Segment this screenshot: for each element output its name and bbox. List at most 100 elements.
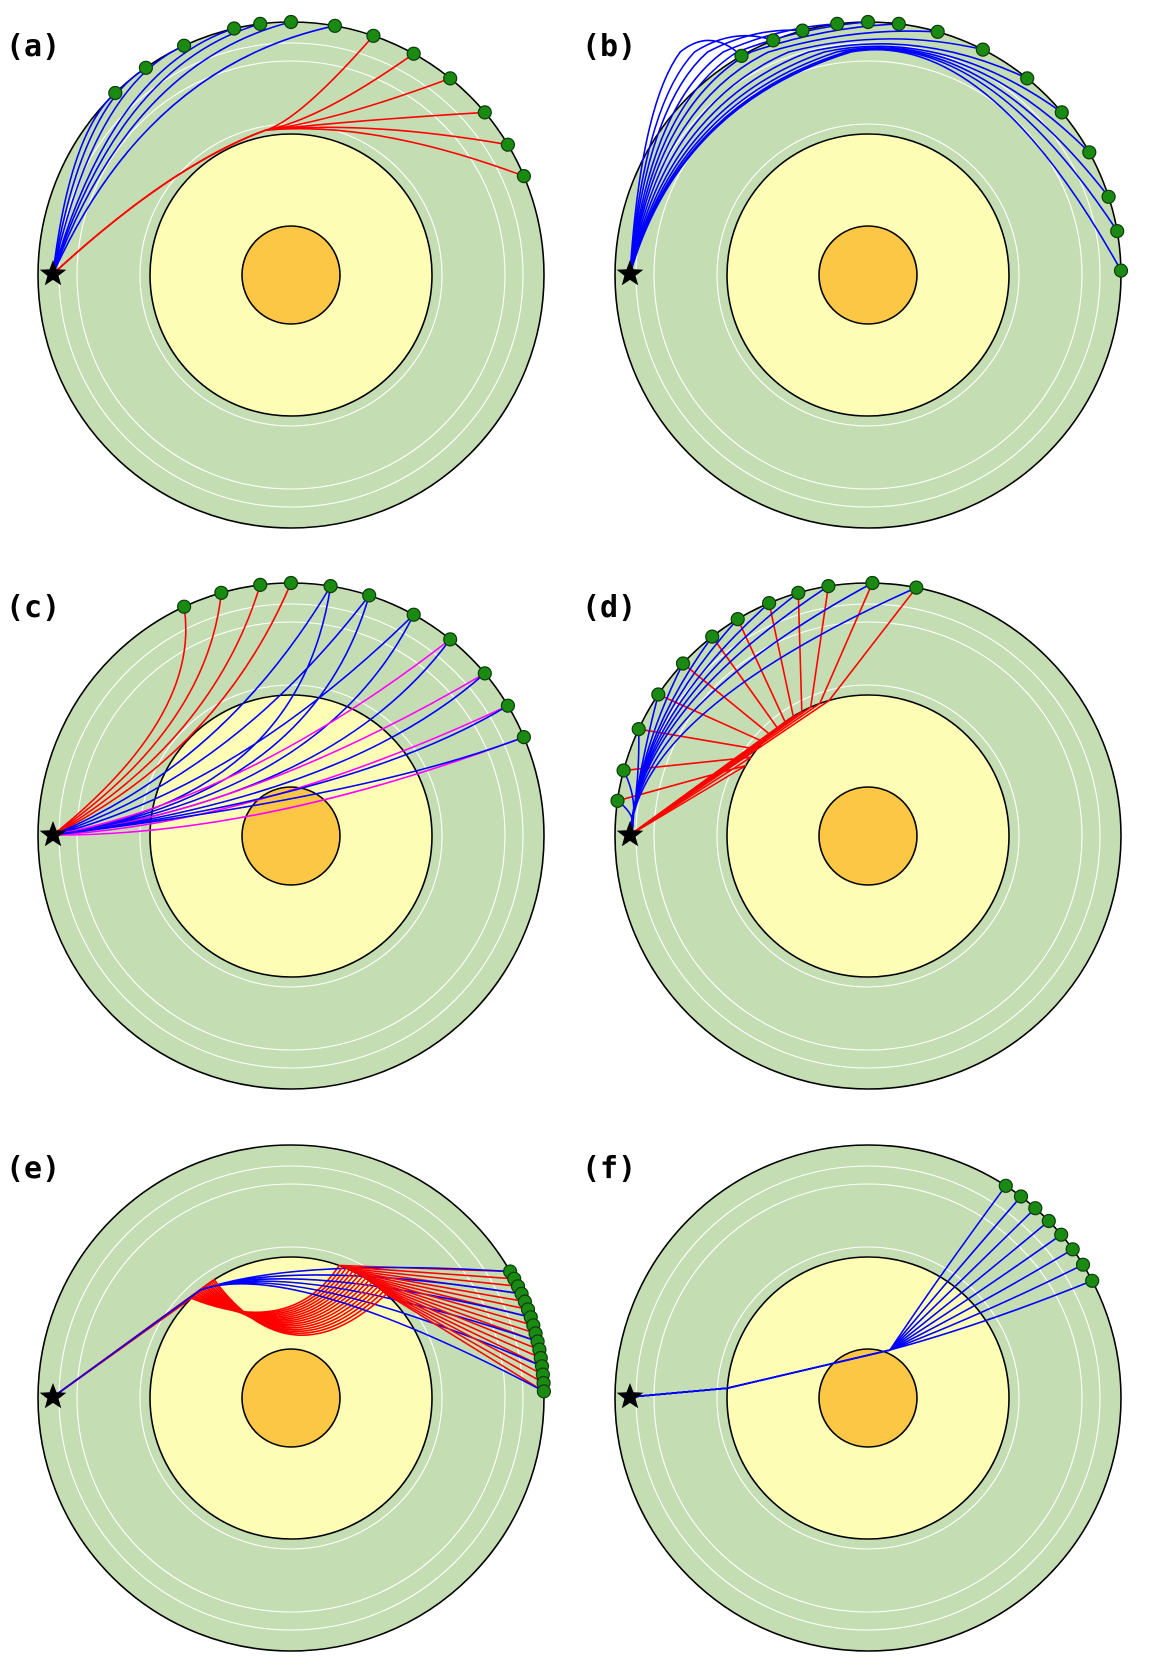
ray-path-blue bbox=[629, 582, 873, 836]
layer-boundary bbox=[653, 1183, 1083, 1613]
station-icon bbox=[1054, 1227, 1069, 1242]
ray-path-blue bbox=[52, 585, 332, 836]
ray-path-blue bbox=[52, 595, 370, 836]
station-icon bbox=[323, 578, 338, 594]
ray-path bbox=[52, 614, 415, 836]
panel-c-earth bbox=[37, 575, 545, 1090]
ray-path-blue bbox=[52, 736, 525, 836]
ray-path-red bbox=[52, 1273, 531, 1398]
panel-e: (e) bbox=[6, 1144, 552, 1652]
station-icon bbox=[821, 578, 836, 594]
station-icon bbox=[675, 656, 691, 671]
ray-path bbox=[52, 736, 525, 836]
station-icon bbox=[516, 729, 532, 745]
ray-path-blue bbox=[52, 92, 116, 275]
ray-paths bbox=[629, 1185, 1093, 1398]
station-icon bbox=[516, 169, 532, 184]
station-icon bbox=[930, 24, 945, 39]
star-icon bbox=[39, 260, 67, 286]
station-icon bbox=[761, 595, 777, 611]
ray-path-red bbox=[52, 1267, 519, 1398]
station-icon bbox=[830, 16, 845, 31]
ray-path-blue bbox=[629, 38, 984, 275]
ray-path-blue bbox=[52, 1283, 545, 1398]
inner-core bbox=[241, 225, 341, 325]
panel-d-earth bbox=[610, 575, 1122, 1090]
station-icon bbox=[177, 38, 192, 53]
station-icon bbox=[865, 575, 880, 591]
stations bbox=[108, 14, 532, 184]
ray-path-red bbox=[52, 127, 525, 275]
station-icon bbox=[406, 607, 421, 622]
ray-path-blue bbox=[629, 47, 1090, 275]
panel-b: (b) bbox=[582, 14, 1129, 529]
station-icon bbox=[214, 585, 229, 600]
stations bbox=[503, 1264, 552, 1399]
station-icon bbox=[177, 599, 192, 614]
panel-label-b: (b) bbox=[582, 29, 636, 64]
station-icon bbox=[795, 23, 810, 38]
ray-path-red bbox=[52, 1278, 545, 1398]
panel-label-d: (d) bbox=[582, 590, 636, 625]
station-icon bbox=[734, 48, 749, 64]
station-icon bbox=[477, 666, 492, 681]
ray-path-red bbox=[52, 1282, 543, 1398]
ray-path-blue bbox=[52, 21, 292, 275]
ray-path-blue bbox=[629, 48, 1122, 275]
station-icon bbox=[443, 632, 458, 647]
ray-path bbox=[52, 606, 187, 836]
ray-path-red bbox=[52, 1272, 529, 1398]
station-icon bbox=[705, 629, 720, 644]
station-icon bbox=[1028, 1201, 1043, 1216]
panel-f: (f) bbox=[582, 1144, 1122, 1652]
station-icon bbox=[1020, 71, 1035, 86]
ray-paths bbox=[617, 582, 917, 836]
station-icon bbox=[406, 46, 421, 61]
station-icon bbox=[975, 42, 991, 57]
inner-core bbox=[241, 786, 341, 886]
layer-boundary bbox=[716, 123, 1020, 427]
station-icon bbox=[1075, 1257, 1091, 1272]
layer-boundary bbox=[76, 60, 506, 490]
panel-d: (d) bbox=[582, 575, 1122, 1090]
panel-a: (a) bbox=[6, 14, 545, 529]
ray-path-red bbox=[52, 1283, 542, 1398]
panel-f-earth bbox=[614, 1144, 1122, 1652]
ray-path-blue bbox=[52, 705, 509, 836]
star-icon bbox=[616, 260, 644, 286]
station-icon bbox=[1110, 224, 1125, 239]
ray-path-red bbox=[52, 1281, 540, 1398]
panel-label-e: (e) bbox=[6, 1151, 60, 1186]
star-icon bbox=[616, 1383, 644, 1409]
station-icon bbox=[253, 16, 268, 31]
station-icon bbox=[500, 137, 515, 152]
ray-paths bbox=[52, 21, 525, 275]
stations bbox=[998, 1178, 1100, 1288]
station-icon bbox=[766, 33, 781, 48]
station-icon bbox=[1041, 1213, 1056, 1229]
panel-c: (c) bbox=[6, 575, 545, 1090]
station-icon bbox=[443, 71, 458, 86]
station-icon bbox=[1085, 1273, 1100, 1288]
station-icon bbox=[253, 577, 268, 593]
station-icon bbox=[891, 16, 906, 31]
station-icon bbox=[283, 14, 299, 30]
panel-label-f: (f) bbox=[582, 1151, 636, 1186]
station-icon bbox=[860, 14, 876, 30]
ray-path-red bbox=[623, 756, 752, 836]
ray-path-blue bbox=[629, 43, 1028, 275]
ray-path-blue bbox=[629, 35, 774, 275]
inner-core bbox=[818, 225, 918, 325]
station-icon bbox=[227, 21, 242, 36]
station-icon bbox=[1054, 105, 1069, 120]
ray-path-red bbox=[52, 1279, 544, 1398]
station-icon bbox=[1065, 1242, 1080, 1257]
ray-path-red bbox=[629, 582, 874, 836]
star-icon bbox=[616, 821, 644, 847]
ray-path-blue bbox=[629, 23, 838, 275]
star-icon bbox=[39, 1383, 67, 1409]
ray-path bbox=[52, 585, 332, 836]
panel-label-c: (c) bbox=[6, 590, 60, 625]
ray-paths bbox=[52, 1264, 545, 1398]
